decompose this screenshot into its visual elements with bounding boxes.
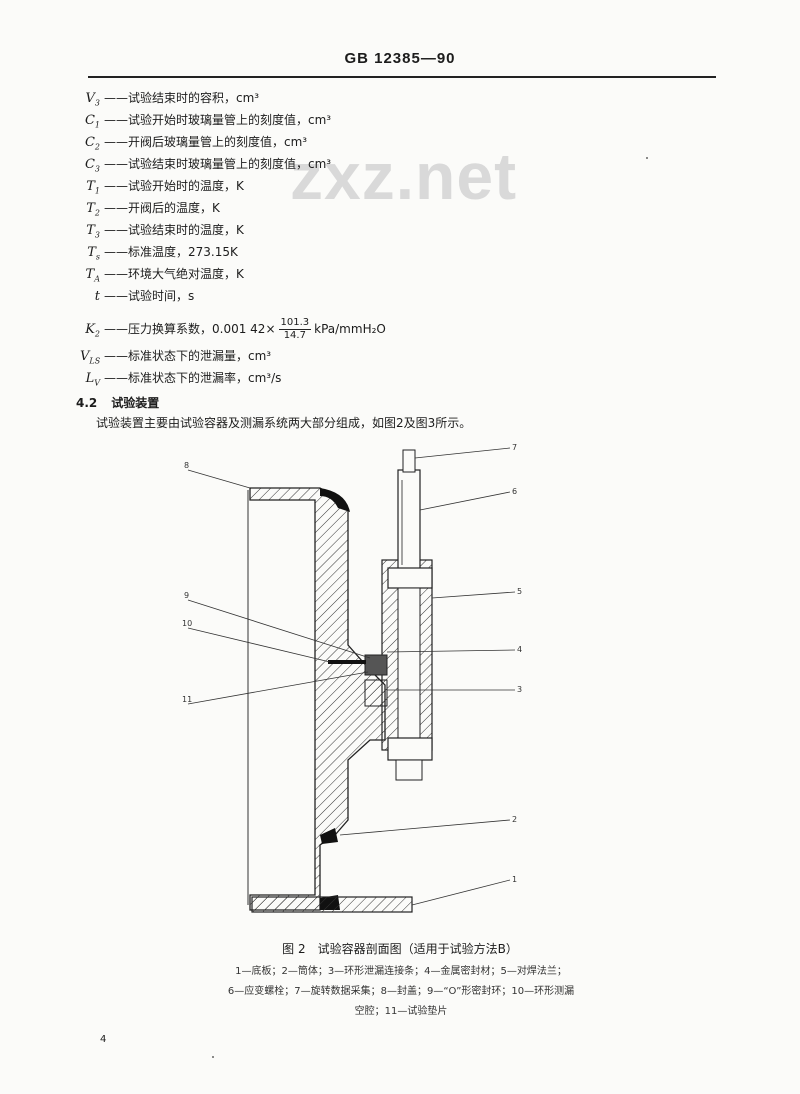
symbol: Ts [87, 245, 100, 262]
symbol-description: ——开阀后玻璃量管上的刻度值，cm³ [104, 135, 308, 149]
page-header: GB 12385—90 [0, 50, 800, 67]
callout-label: 5 [517, 587, 522, 596]
symbol-description: ——试验时间，s [104, 289, 195, 303]
symbol: C3 [84, 157, 100, 174]
section-title: 试验装置 [111, 396, 160, 410]
fraction-denominator: 14.7 [283, 330, 306, 341]
symbol: LV [85, 371, 100, 388]
unit: kPa/mmH₂O [314, 322, 386, 336]
symbol-row: C1 ——试验开始时玻璃量管上的刻度值，cm³ [80, 110, 331, 130]
symbol-row: LV ——标准状态下的泄漏率，cm³/s [80, 368, 282, 388]
weld-middle [320, 828, 338, 844]
symbol: TA [85, 267, 100, 284]
o-ring [364, 654, 388, 676]
upper-nut [387, 567, 433, 589]
symbol-description: ——标准温度，273.15K [104, 245, 238, 259]
bolt-shank [397, 587, 421, 739]
callout-label: 2 [512, 815, 517, 824]
scan-speck [212, 1056, 214, 1058]
section-number: 4.2 [76, 396, 98, 410]
callout-label: 10 [182, 619, 192, 628]
legend-line: 1—底板；2—筒体；3—环形泄漏连接条；4—金属密封材；5—对焊法兰； [235, 966, 567, 977]
symbol-row: C2 ——开阀后玻璃量管上的刻度值，cm³ [80, 132, 307, 152]
standard-number: GB 12385—90 [344, 50, 456, 67]
symbol-row: Ts ——标准温度，273.15K [80, 242, 238, 262]
metal-seal [364, 679, 388, 707]
symbol: C1 [84, 113, 100, 130]
symbol: VLS [80, 349, 101, 366]
symbol-description: ——试验开始时的温度，K [104, 179, 244, 193]
bolt-end [395, 759, 423, 781]
callout-label: 3 [517, 685, 522, 694]
symbol: V3 [85, 91, 100, 108]
strain-bolt [397, 469, 421, 571]
symbol: T1 [86, 179, 100, 196]
symbol-description: ——标准状态下的泄漏量，cm³ [104, 349, 272, 363]
callout-numbers: 8 7 6 5 9 10 4 11 3 2 1 [182, 443, 522, 884]
callout-label: 7 [512, 443, 517, 452]
callout-label: 6 [512, 487, 517, 496]
legend-line: 空腔；11—试验垫片 [354, 1006, 448, 1017]
symbol-row: VLS——标准状态下的泄漏量，cm³ [80, 346, 271, 366]
fraction-numerator: 101.3 [278, 317, 312, 330]
legend-line: 6—应变螺栓；7—旋转数据采集；8—封盖；9—“O”形密封环；10—环形测漏 [227, 986, 575, 997]
callout-label: 8 [184, 461, 189, 470]
figure-2-cross-section: 8 7 6 5 9 10 4 11 3 2 1 [170, 440, 630, 934]
symbol-description: ——开阀后的温度，K [104, 201, 220, 215]
symbol-row: TA ——环境大气绝对温度，K [80, 264, 244, 284]
callout-label: 11 [182, 695, 192, 704]
callout-label: 1 [512, 875, 517, 884]
symbol-description: ——试验结束时的温度，K [104, 223, 244, 237]
symbol: K2 [85, 322, 100, 339]
leak-cavity [328, 660, 366, 664]
symbol: T3 [86, 223, 100, 240]
symbol-row: T2 ——开阀后的温度，K [80, 198, 220, 218]
symbol-row: T1 ——试验开始时的温度，K [80, 176, 244, 196]
header-rule [88, 76, 716, 78]
figure-legend: 1—底板；2—筒体；3—环形泄漏连接条；4—金属密封材；5—对焊法兰； 6—应变… [170, 962, 632, 1022]
section-heading: 4.2 试验装置 [76, 394, 159, 411]
symbol-description: ——标准状态下的泄漏率，cm³/s [104, 371, 282, 385]
watermark: zxz.net [290, 139, 518, 213]
figure-caption: 图 2 试验容器剖面图（适用于试验方法B） [282, 942, 518, 956]
symbol-row: V3 ——试验结束时的容积，cm³ [80, 88, 260, 108]
callout-label: 9 [184, 591, 189, 600]
lower-nut [387, 737, 433, 761]
base-plate [251, 896, 413, 913]
scan-speck [646, 157, 648, 159]
symbol-description: ——试验开始时玻璃量管上的刻度值，cm³ [104, 113, 332, 127]
symbol-description: ——试验结束时的容积，cm³ [104, 91, 260, 105]
symbol: C2 [84, 135, 100, 152]
symbol-row: T3 ——试验结束时的温度，K [80, 220, 244, 240]
symbol: T2 [86, 201, 100, 218]
leader-lines [187, 447, 516, 906]
symbol-row: C3 ——试验结束时玻璃量管上的刻度值，cm³ [80, 154, 331, 174]
bolt-tip [402, 449, 416, 473]
body-paragraph: 试验装置主要由试验容器及测漏系统两大部分组成，如图2及图3所示。 [96, 416, 472, 430]
weld-top [320, 488, 350, 512]
page-number: 4 [100, 1034, 107, 1045]
symbol-description: ——试验结束时玻璃量管上的刻度值，cm³ [104, 157, 332, 171]
symbol-description: ——压力换算系数，0.001 42× [104, 322, 276, 336]
callout-label: 4 [517, 645, 522, 654]
cross-section-drawing: 8 7 6 5 9 10 4 11 3 2 1 [182, 443, 522, 913]
symbol: t [94, 289, 100, 304]
vessel-wall-section [249, 487, 386, 911]
symbol-description: ——环境大气绝对温度，K [104, 267, 244, 281]
symbol-row: t ——试验时间，s [80, 286, 195, 306]
